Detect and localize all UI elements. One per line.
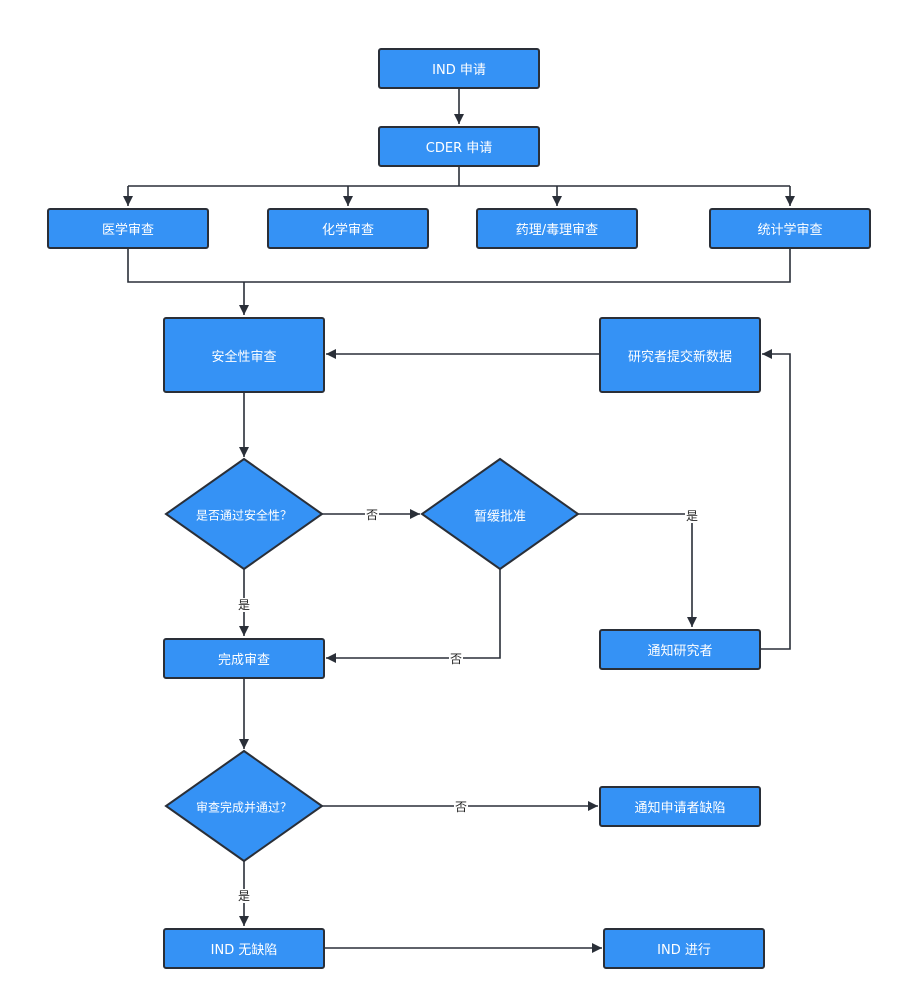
- safety-decision-label: 是否通过安全性？: [195, 508, 293, 523]
- edge-label-safety-yes: 是: [236, 598, 252, 612]
- node-cder-apply: CDER 申请: [378, 126, 540, 167]
- node-ind-apply: IND 申请: [378, 48, 540, 89]
- edge-suspend-yes: [578, 513, 697, 627]
- edge-label-safety-no: 否: [364, 508, 380, 522]
- review-decision-label: 审查完成并通过？: [195, 800, 293, 815]
- edge-notify-to-newdata: [760, 349, 791, 650]
- review-decision-diamond: [164, 749, 324, 863]
- node-medical-review: 医学审查: [47, 208, 209, 249]
- edge-cder-split: [128, 166, 790, 187]
- node-researcher-new-data: 研究者提交新数据: [599, 317, 761, 393]
- edge-label-suspend-no: 否: [448, 652, 464, 666]
- edge-label-review-yes: 是: [236, 889, 252, 903]
- node-safety-review: 安全性审查: [163, 317, 325, 393]
- suspend-decision-label: 暂缓批准: [473, 509, 527, 525]
- edge-label-review-no: 否: [453, 800, 469, 814]
- node-complete-review: 完成审查: [163, 638, 325, 679]
- safety-decision-diamond: [164, 457, 324, 571]
- node-notify-researcher: 通知研究者: [599, 629, 761, 670]
- suspend-decision-diamond: [420, 457, 580, 571]
- node-notify-defect: 通知申请者缺陷: [599, 786, 761, 827]
- edge-suspend-no: [326, 569, 501, 663]
- node-ind-no-defect: IND 无缺陷: [163, 928, 325, 969]
- node-chemistry-review: 化学审查: [267, 208, 429, 249]
- node-statistics-review: 统计学审查: [709, 208, 871, 249]
- edge-label-suspend-yes: 是: [684, 509, 700, 523]
- node-ind-proceed: IND 进行: [603, 928, 765, 969]
- edge-merge: [127, 248, 791, 283]
- node-pharm-tox-review: 药理/毒理审查: [476, 208, 638, 249]
